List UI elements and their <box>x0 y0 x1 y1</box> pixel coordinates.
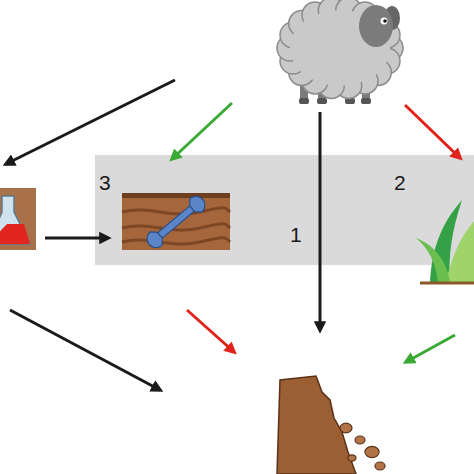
arrow <box>405 105 460 158</box>
callout-number: 3 <box>99 172 111 193</box>
callout-number: 1 <box>290 224 302 245</box>
arrow <box>45 237 108 240</box>
arrow <box>406 335 455 362</box>
landslide-icon <box>277 376 385 474</box>
grey-band <box>95 155 474 265</box>
grass-icon <box>416 200 474 283</box>
sheep-icon <box>277 0 403 104</box>
flask-icon <box>0 188 36 250</box>
arrow <box>10 310 160 390</box>
arrow <box>6 80 175 164</box>
arrow <box>172 103 232 159</box>
callout-number: 2 <box>394 172 406 193</box>
soil-icon <box>122 193 230 252</box>
arrow <box>319 112 322 330</box>
arrow <box>187 310 234 352</box>
